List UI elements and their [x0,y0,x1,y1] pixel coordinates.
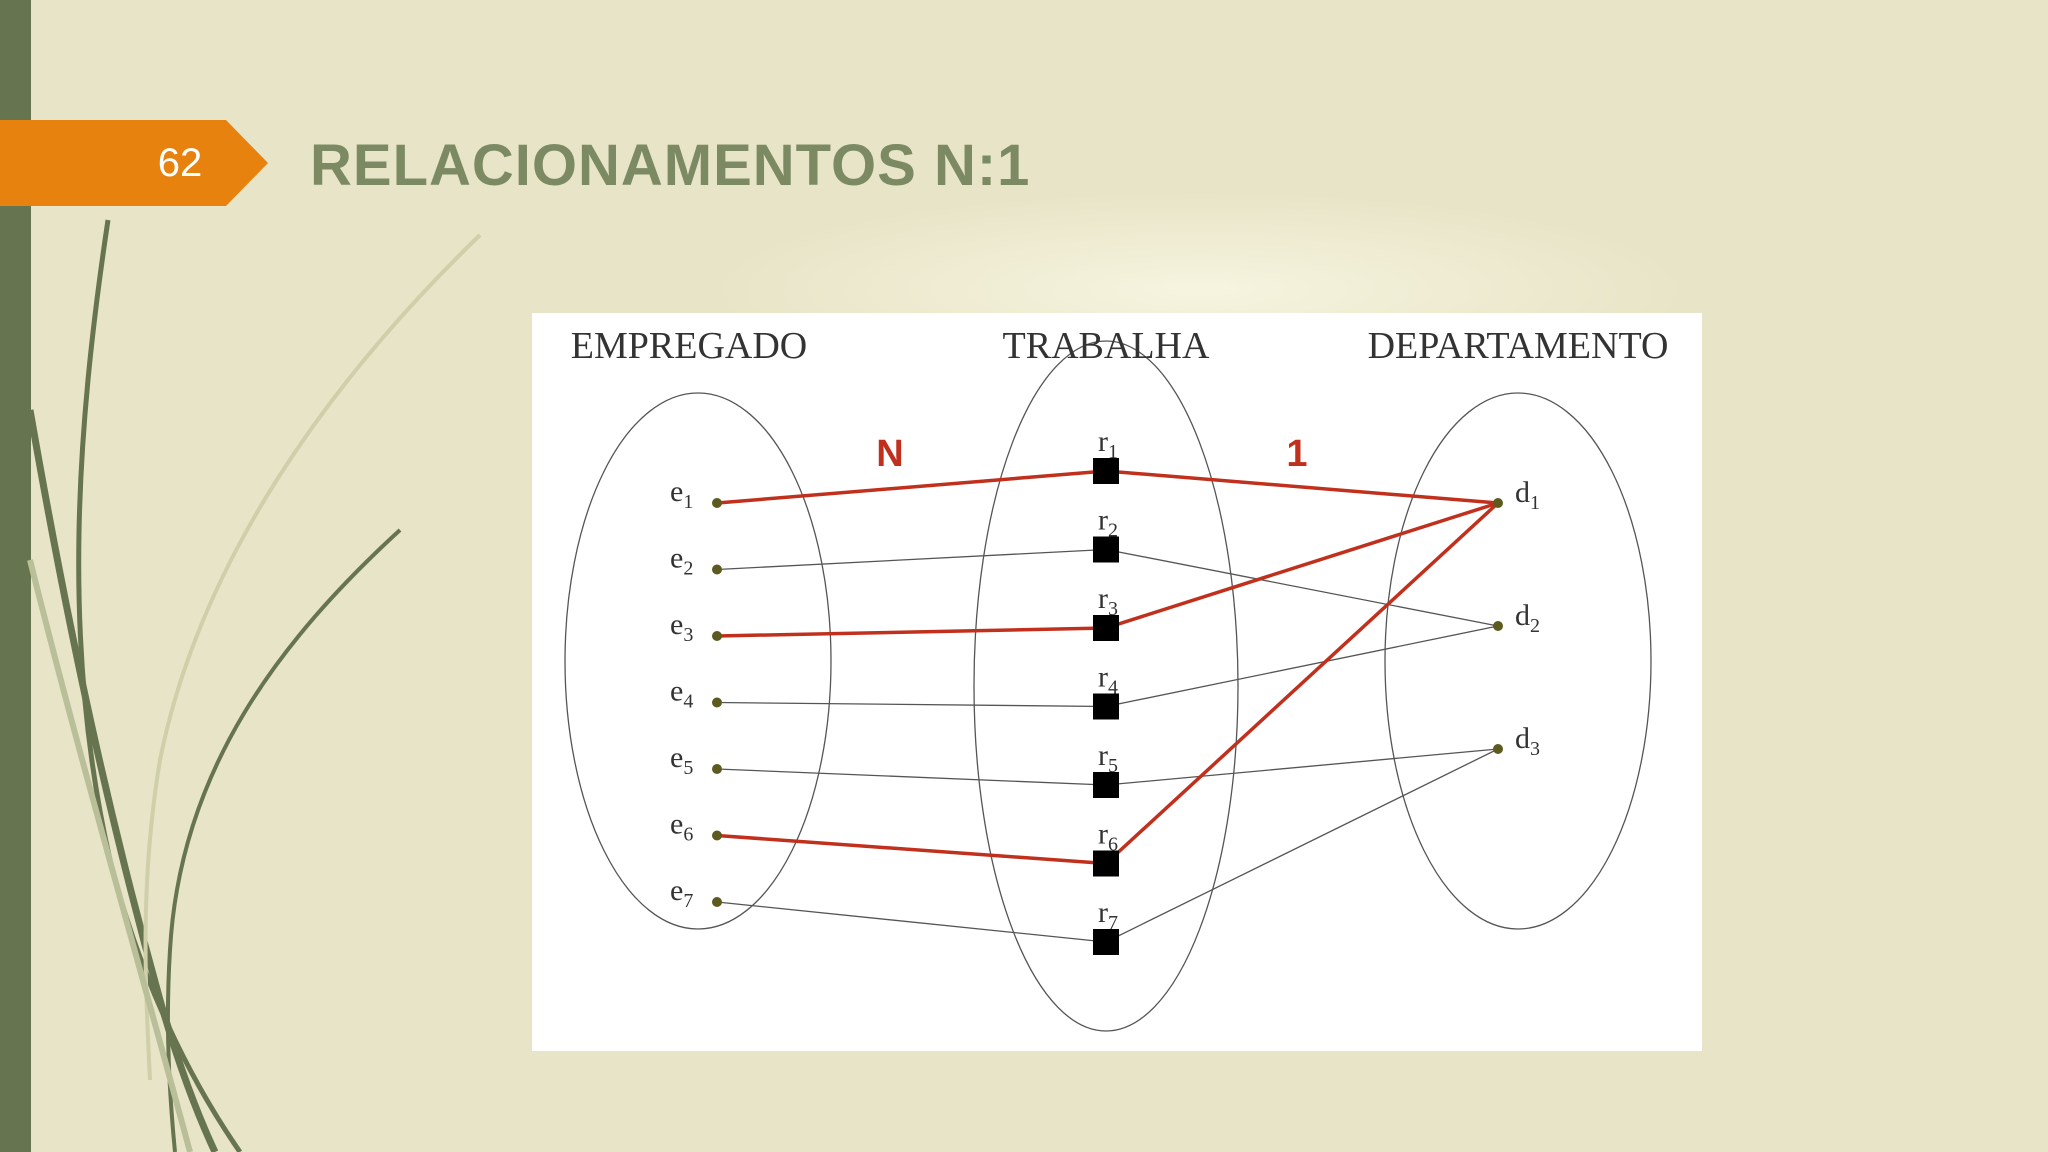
node-label-e1: e1 [670,475,693,513]
link-line-emp-6 [716,833,1107,866]
set-title-empregado: EMPREGADO [571,325,807,367]
relationship-diagram: EMPREGADO TRABALHA DEPARTAMENTO N 1 e1 e2… [532,313,1702,1051]
link-line-emp-1 [716,469,1107,505]
link-line-rel-1 [1105,469,1499,505]
node-dot-e6 [712,830,722,841]
node-square-r6 [1093,850,1119,877]
node-label-r7: r7 [1098,896,1118,934]
node-square-r5 [1093,772,1119,798]
link-line-rel-7 [1105,748,1499,943]
node-label-r2: r2 [1098,504,1118,542]
node-label-e7: e7 [670,874,693,912]
node-label-r1: r1 [1098,425,1118,463]
grass-decoration [26,219,482,1152]
slide-title: RELACIONAMENTOS N:1 [310,133,1031,198]
cardinality-n: N [876,433,903,475]
link-line-emp-7 [716,901,1107,943]
node-dot-e4 [712,697,722,708]
page-number: 62 [157,141,203,185]
node-dot-e2 [712,564,722,575]
link-line-rel-2 [1105,548,1499,627]
link-line-emp-5 [716,768,1107,786]
node-label-e6: e6 [670,808,693,846]
node-label-d2: d2 [1515,599,1540,637]
set-ellipse-departamento [1384,392,1652,930]
node-label-r6: r6 [1098,818,1118,856]
set-ellipse-trabalha [973,340,1239,1032]
node-dot-d1 [1493,498,1503,508]
node-dot-e3 [712,631,722,641]
node-square-r1 [1093,458,1119,484]
node-square-r7 [1093,929,1119,955]
node-dot-e7 [712,897,722,907]
link-line-rel-5 [1105,748,1499,786]
node-square-r3 [1093,615,1119,641]
link-line-rel-6 [1104,501,1500,865]
cardinality-1: 1 [1286,433,1307,475]
node-square-r2 [1093,536,1119,563]
node-dot-d3 [1493,744,1503,754]
node-label-d1: d1 [1515,476,1540,514]
node-label-r5: r5 [1098,739,1118,777]
set-title-departamento: DEPARTAMENTO [1368,325,1669,367]
links-layer [716,469,1500,943]
link-line-rel-3 [1105,501,1499,630]
node-label-e3: e3 [670,608,693,646]
set-ellipse-empregado [564,392,832,930]
node-label-e2: e2 [670,542,693,580]
set-title-trabalha: TRABALHA [1003,325,1210,367]
page-number-badge [0,120,268,206]
node-label-e5: e5 [670,741,693,779]
link-line-rel-4 [1105,625,1499,708]
node-square-r4 [1093,693,1119,720]
node-label-r3: r3 [1098,582,1118,620]
link-line-emp-3 [716,626,1107,638]
node-dot-e1 [712,498,722,508]
link-line-emp-4 [716,701,1107,708]
link-line-emp-2 [716,548,1107,571]
node-label-r4: r4 [1098,661,1118,699]
nodes-layer: e1 e2 e3 e4 e5 e6 e7 r1 r2 r3 r4 r5 r6 r7 d1 d2 d3 [670,425,1540,955]
node-dot-e5 [712,764,722,774]
node-dot-d2 [1493,621,1503,631]
node-label-d3: d3 [1515,722,1540,760]
node-label-e4: e4 [670,675,693,713]
diagram-canvas: EMPREGADO TRABALHA DEPARTAMENTO N 1 e1 e2… [564,325,1669,1032]
